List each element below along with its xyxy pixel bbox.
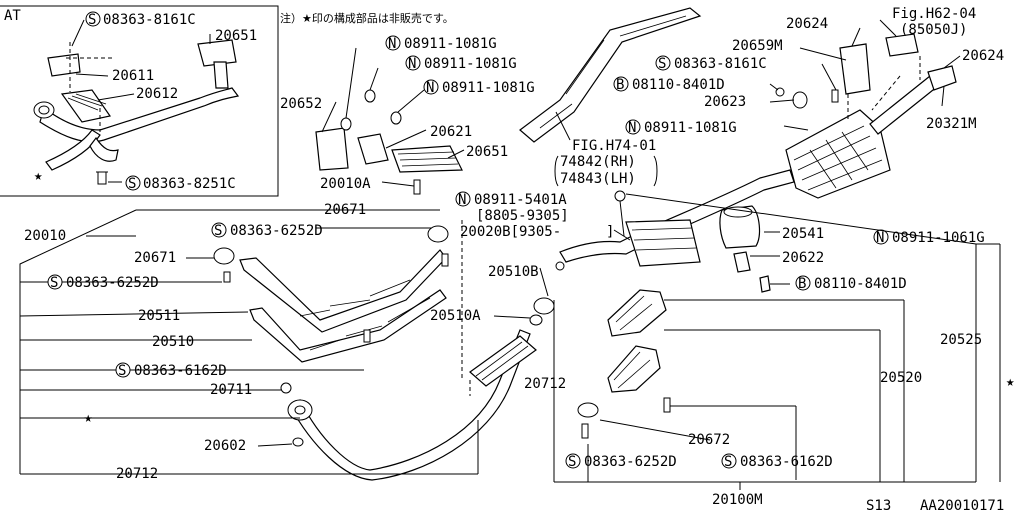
part-20671-upper: 20671	[324, 202, 366, 218]
prefix-b: B	[798, 276, 806, 292]
prefix-n: N	[628, 120, 636, 136]
part-08363-6162D-left: 08363-6162D	[134, 363, 227, 379]
star-marker-inset: ★	[34, 168, 43, 184]
part-20712-center: 20712	[524, 376, 566, 392]
prefix-s: S	[128, 176, 136, 192]
part-08363-6162D-lower: 08363-6162D	[740, 454, 833, 470]
part-20711: 20711	[210, 382, 252, 398]
part-20624-right: 20624	[962, 48, 1004, 64]
prefix-n: N	[408, 56, 416, 72]
part-20659M: 20659M	[732, 38, 783, 54]
part-20624-upper: 20624	[786, 16, 828, 32]
part-20020B: 20020B[9305-	[460, 224, 561, 240]
prefix-s: S	[50, 275, 58, 291]
hanger-group-upper: N 08911-1081G N 08911-1081G N 08911-1081…	[280, 35, 535, 195]
fig-h62-04: Fig.H62-04	[892, 6, 976, 22]
part-20510A: 20510A	[430, 308, 481, 324]
part-08110-8401D-upper: 08110-8401D	[632, 77, 725, 93]
part-20651: 20651	[466, 144, 508, 160]
part-20611: 20611	[112, 68, 154, 84]
prefix-n: N	[458, 192, 466, 208]
part-20652: 20652	[280, 96, 322, 112]
prefix-n: N	[426, 80, 434, 96]
part-08911-1081G-4: 08911-1081G	[644, 120, 737, 136]
note-text: 注）★印の構成部品は非販売です。	[280, 11, 454, 25]
fig-h74-01: FIG.H74-01	[572, 138, 656, 154]
part-20541: 20541	[782, 226, 824, 242]
part-20622: 20622	[782, 250, 824, 266]
part-20511: 20511	[138, 308, 180, 324]
part-08363-8161C: 08363-8161C	[674, 56, 767, 72]
front-pipe-assembly: 20010 20671 S 08363-6252D 20671 S 08363-…	[19, 202, 566, 482]
lower-right-shields: 20525 20520 ★ 20672 S 08363-6252D S 0836…	[553, 193, 1015, 512]
part-20010: 20010	[24, 228, 66, 244]
part-74843-lh: 74843(LH)	[560, 171, 636, 187]
part-20712-lower: 20712	[116, 466, 158, 482]
center-pipe-assembly: N 08911-5401A [8805-9305] 20020B[9305- ]…	[455, 169, 985, 293]
part-08363-6252D-upper: 08363-6252D	[230, 223, 323, 239]
prefix-b: B	[616, 77, 624, 93]
prefix-s: S	[214, 223, 222, 239]
part-08911-5401A: 08911-5401A	[474, 192, 567, 208]
part-20010A: 20010A	[320, 176, 371, 192]
part-08363-6252D-lower: 08363-6252D	[584, 454, 677, 470]
range-8805-9305: [8805-9305]	[476, 208, 569, 224]
main-muffler-assembly: 20624 Fig.H62-04 (85050J) 20659M 20624 S…	[613, 6, 1004, 199]
prefix-n: N	[388, 36, 396, 52]
inset-label: AT	[4, 8, 21, 24]
part-20510: 20510	[152, 334, 194, 350]
prefix-s: S	[88, 12, 96, 28]
star-marker-right: ★	[1006, 374, 1015, 390]
part-08911-1081G-1: 08911-1081G	[404, 36, 497, 52]
part-85050J: (85050J)	[900, 22, 967, 38]
part-08363-8251C: 08363-8251C	[143, 176, 236, 192]
star-marker-left: ★	[84, 410, 93, 426]
part-20602: 20602	[204, 438, 246, 454]
part-20672: 20672	[688, 432, 730, 448]
part-20612: 20612	[136, 86, 178, 102]
part-20623: 20623	[704, 94, 746, 110]
part-08363-8161C-inset: 08363-8161C	[103, 12, 196, 28]
prefix-s: S	[568, 454, 576, 470]
prefix-n: N	[876, 230, 884, 246]
code-s13: S13	[866, 498, 891, 512]
part-08911-1081G-2: 08911-1081G	[424, 56, 517, 72]
prefix-s: S	[118, 363, 126, 379]
part-20651-inset: 20651	[215, 28, 257, 44]
part-08110-8401D-lower: 08110-8401D	[814, 276, 907, 292]
part-20671-lower: 20671	[134, 250, 176, 266]
inset-at-panel: AT S 08363-8161C 20651 20611 20612 ★ S 0…	[0, 5, 279, 197]
prefix-s: S	[658, 56, 666, 72]
part-20321M: 20321M	[926, 116, 977, 132]
part-20510B: 20510B	[488, 264, 539, 280]
part-20621: 20621	[430, 124, 472, 140]
code-aa20010171: AA20010171	[920, 498, 1004, 512]
part-20525: 20525	[940, 332, 982, 348]
part-20100M: 20100M	[712, 492, 763, 508]
heat-shield-fig-h74: FIG.H74-01 74842(RH) 74843(LH)	[519, 7, 702, 187]
prefix-s: S	[724, 454, 732, 470]
part-08363-6252D-left: 08363-6252D	[66, 275, 159, 291]
part-20520: 20520	[880, 370, 922, 386]
part-74842-rh: 74842(RH)	[560, 154, 636, 170]
part-20020B-bracket: ]	[606, 224, 614, 240]
part-08911-1081G-3: 08911-1081G	[442, 80, 535, 96]
